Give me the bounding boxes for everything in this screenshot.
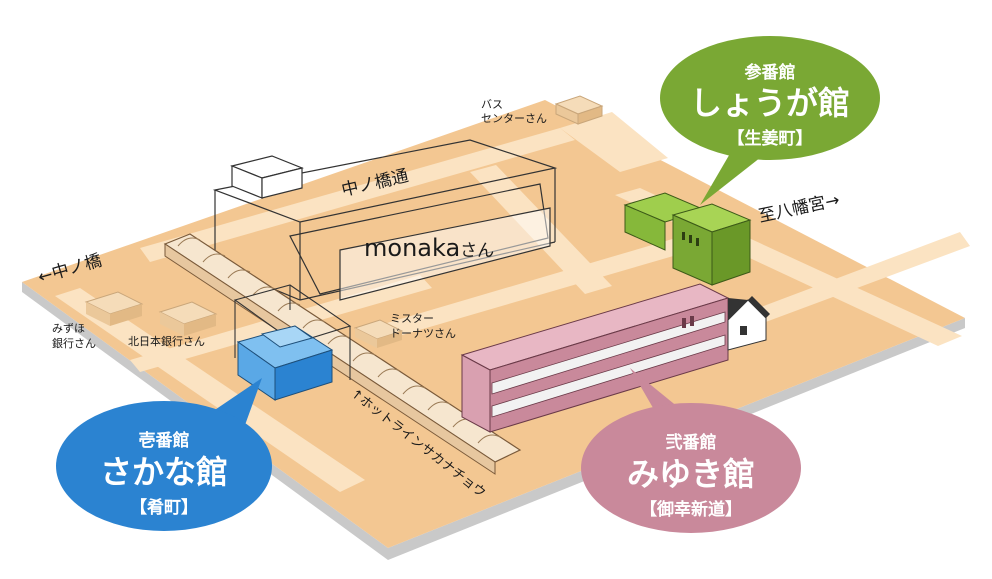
sakana-frame-wireframe [233,284,352,380]
shouga-callout-bubble [660,36,880,160]
mizuho-block [84,291,144,326]
road-north-east [560,112,668,172]
sakana-town: 【肴町】 [130,497,198,518]
mizuho-label-line1: みずほ [52,322,85,335]
shouga-name: しょうが館 [690,84,850,122]
mister-donut-block [353,319,404,348]
miyuki-callout[interactable]: 弐番館 みゆき館 【御幸新道】 [581,368,801,533]
shouga-callout-tail [700,145,770,205]
miyuki-callout-bubble [581,403,801,533]
hokunippon-label: 北日本銀行さん [128,334,205,348]
bus-center-block [554,95,604,125]
to-hachimangu-label: 至八幡宮→ [757,190,842,227]
road-cross-mid [380,225,735,338]
monaka-name: monaka [364,234,460,262]
bus-center-label-line1: バス [481,98,503,111]
miyuki-building[interactable] [460,283,770,433]
shouga-number: 参番館 [745,62,796,83]
mister-donut-label-line1: ミスター [390,312,434,325]
landmark-blocks [84,95,604,348]
landmark-labels: バス センターさん monakaさん ミスター ドーナツさん みずほ 銀行さん … [52,98,547,350]
shouga-callout[interactable]: 参番館 しょうが館 【生姜町】 [660,36,880,205]
mizuho-label-line2: 銀行さん [52,336,96,350]
miyuki-number: 弐番館 [666,432,717,453]
road-west-diagonal [55,288,365,492]
shouga-building[interactable] [623,192,752,286]
sakana-callout[interactable]: 壱番館 さかな館 【肴町】 [56,378,272,531]
road-cross-north [140,128,575,262]
sakana-callout-bubble [56,401,272,531]
sakana-building[interactable] [236,325,334,401]
monaka-label: monakaさん [364,234,494,262]
bus-center-label-line2: センターさん [481,112,547,125]
mister-donut-label-line2: ドーナツさん [390,327,456,340]
sakana-name: さかな館 [100,453,228,491]
sakana-number: 壱番館 [139,430,190,451]
miyuki-name: みゆき館 [627,455,755,493]
monaka-suffix: さん [460,241,494,261]
hokunippon-block [158,301,218,336]
shouga-town: 【生姜町】 [728,128,813,149]
monaka-building-wireframe [212,139,558,301]
miyuki-town: 【御幸新道】 [640,499,742,520]
